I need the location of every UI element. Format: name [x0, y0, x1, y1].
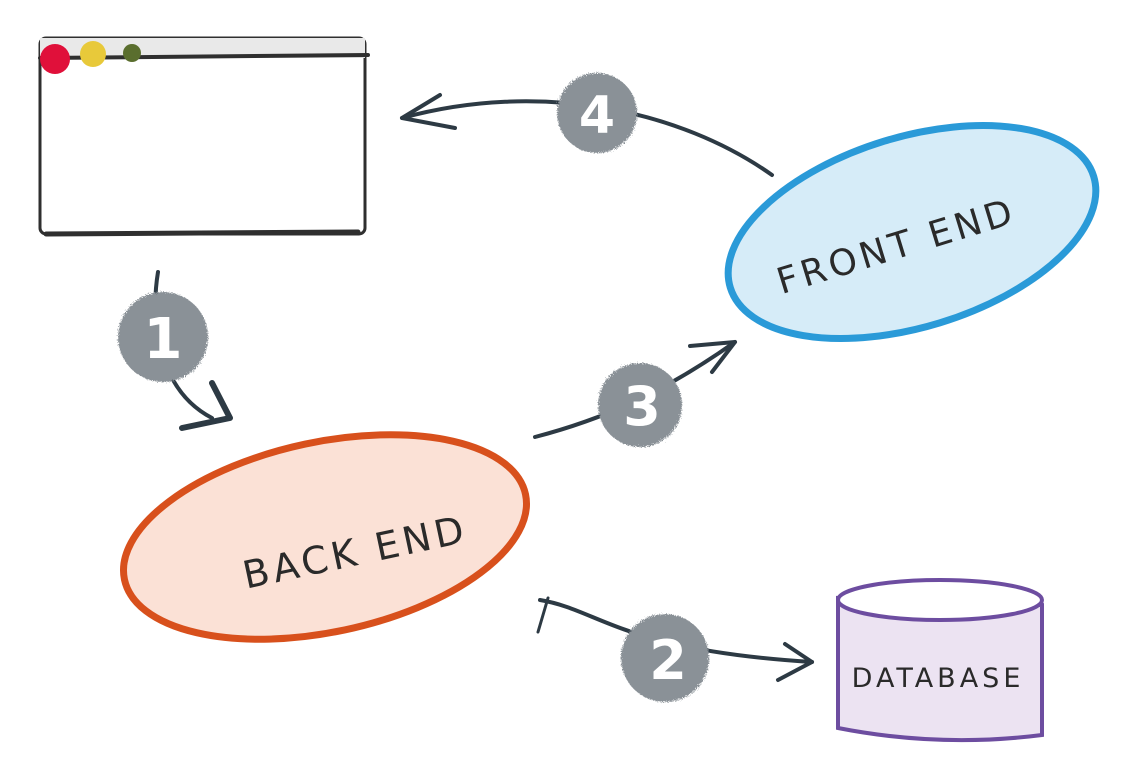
step-badge-1: 1 — [118, 292, 208, 382]
minimize-dot-icon — [80, 41, 106, 67]
maximize-dot-icon — [123, 44, 141, 62]
arrow-3-head — [688, 340, 737, 374]
arrow-1-head — [179, 380, 233, 431]
step-badge-3: 3 — [598, 363, 682, 447]
step-badge-1-circle — [118, 292, 208, 382]
arrow-2-head — [776, 642, 814, 682]
close-dot-icon — [40, 44, 70, 74]
back-end-ellipse — [120, 431, 530, 643]
browser-window — [38, 36, 370, 237]
front-end-ellipse — [724, 122, 1100, 342]
database-node: DATABASE — [836, 578, 1044, 743]
browser-titlebar — [40, 38, 365, 58]
step-badge-2: 2 — [621, 614, 709, 702]
step-badge-3-circle — [598, 363, 682, 447]
step-number-3: 3 — [623, 375, 661, 438]
browser-frame — [38, 36, 367, 236]
step-number-1: 1 — [144, 307, 183, 372]
step-badge-2-circle — [621, 614, 709, 702]
arrow-2-tail-hook — [536, 596, 550, 634]
arrow-4-head — [400, 93, 457, 130]
database-label: DATABASE — [852, 663, 1025, 694]
database-body — [836, 595, 1044, 743]
database-top — [836, 578, 1044, 622]
step-number-2: 2 — [649, 629, 687, 692]
step-badge-4-circle — [557, 73, 637, 153]
front-end-node: FRONT END — [724, 122, 1100, 342]
step-number-4: 4 — [579, 86, 615, 146]
arrow-2-backend-to-database — [538, 598, 814, 664]
browser-bottom-shadow — [43, 229, 361, 237]
back-end-node: BACK END — [120, 431, 530, 643]
step-badge-4: 4 — [557, 73, 637, 153]
